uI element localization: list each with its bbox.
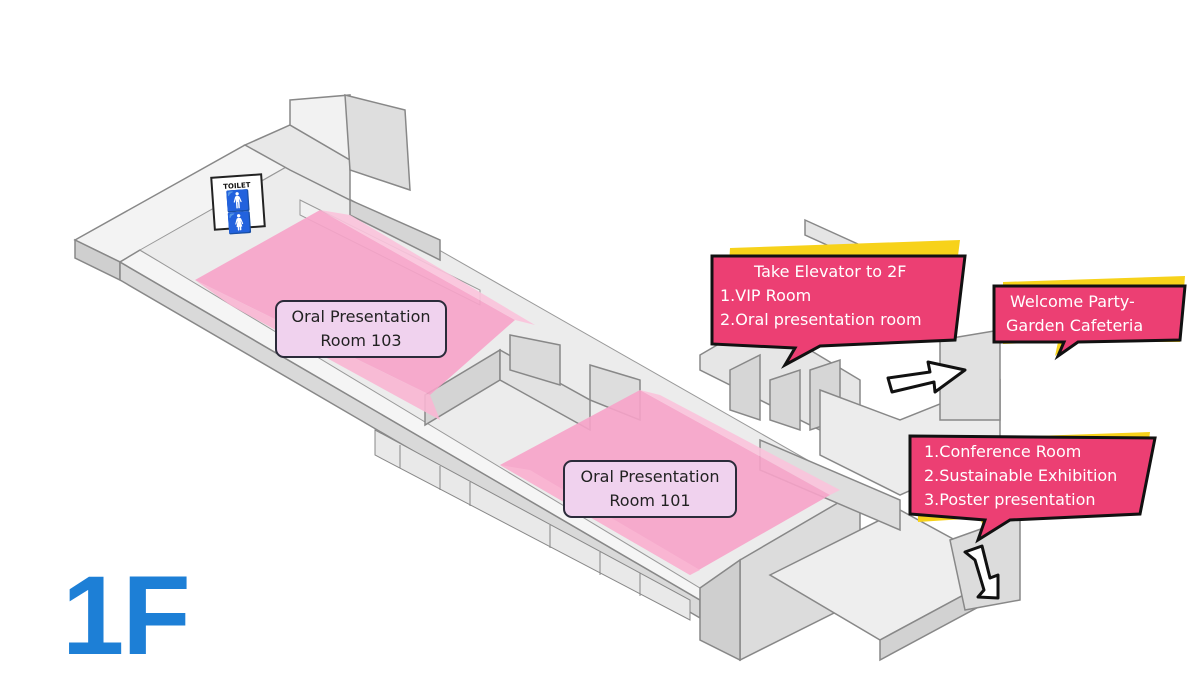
arrow-down-icon xyxy=(963,544,1000,600)
callout-conference-item-2: 2.Sustainable Exhibition xyxy=(924,466,1118,485)
callout-welcome-text: Welcome Party- Garden Cafeteria xyxy=(1006,290,1143,338)
room-103-line-1: Oral Presentation xyxy=(291,307,431,326)
floor-label: 1F xyxy=(62,553,191,678)
callout-elevator-item-1: 1.VIP Room xyxy=(720,286,812,305)
callout-elevator-title: Take Elevator to 2F xyxy=(754,262,907,281)
callout-welcome-line-2: Garden Cafeteria xyxy=(1006,316,1144,335)
callout-welcome-shape xyxy=(992,276,1187,361)
callout-conference-shape xyxy=(908,432,1157,544)
room-101-label: Oral Presentation Room 101 xyxy=(563,460,737,518)
callout-conference-item-3: 3.Poster presentation xyxy=(924,490,1096,509)
toilet-sign: TOILET 🚹🚺 xyxy=(210,173,266,236)
callout-welcome-line-1: Welcome Party- xyxy=(1010,292,1135,311)
callout-elevator-item-2: 2.Oral presentation room xyxy=(720,310,922,329)
callout-conference-text: 1.Conference Room 2.Sustainable Exhibiti… xyxy=(924,440,1117,512)
callout-conference-item-1: 1.Conference Room xyxy=(924,442,1082,461)
room-103-line-2: Room 103 xyxy=(320,331,402,350)
arrow-right-icon xyxy=(886,360,967,394)
room-101-line-1: Oral Presentation xyxy=(580,467,720,486)
room-103-label: Oral Presentation Room 103 xyxy=(275,300,447,358)
callout-elevator-text: Take Elevator to 2F 1.VIP Room 2.Oral pr… xyxy=(720,260,922,332)
restroom-icon: 🚹🚺 xyxy=(224,188,253,236)
room-101-line-2: Room 101 xyxy=(609,491,691,510)
callout-elevator-shape xyxy=(710,240,967,369)
